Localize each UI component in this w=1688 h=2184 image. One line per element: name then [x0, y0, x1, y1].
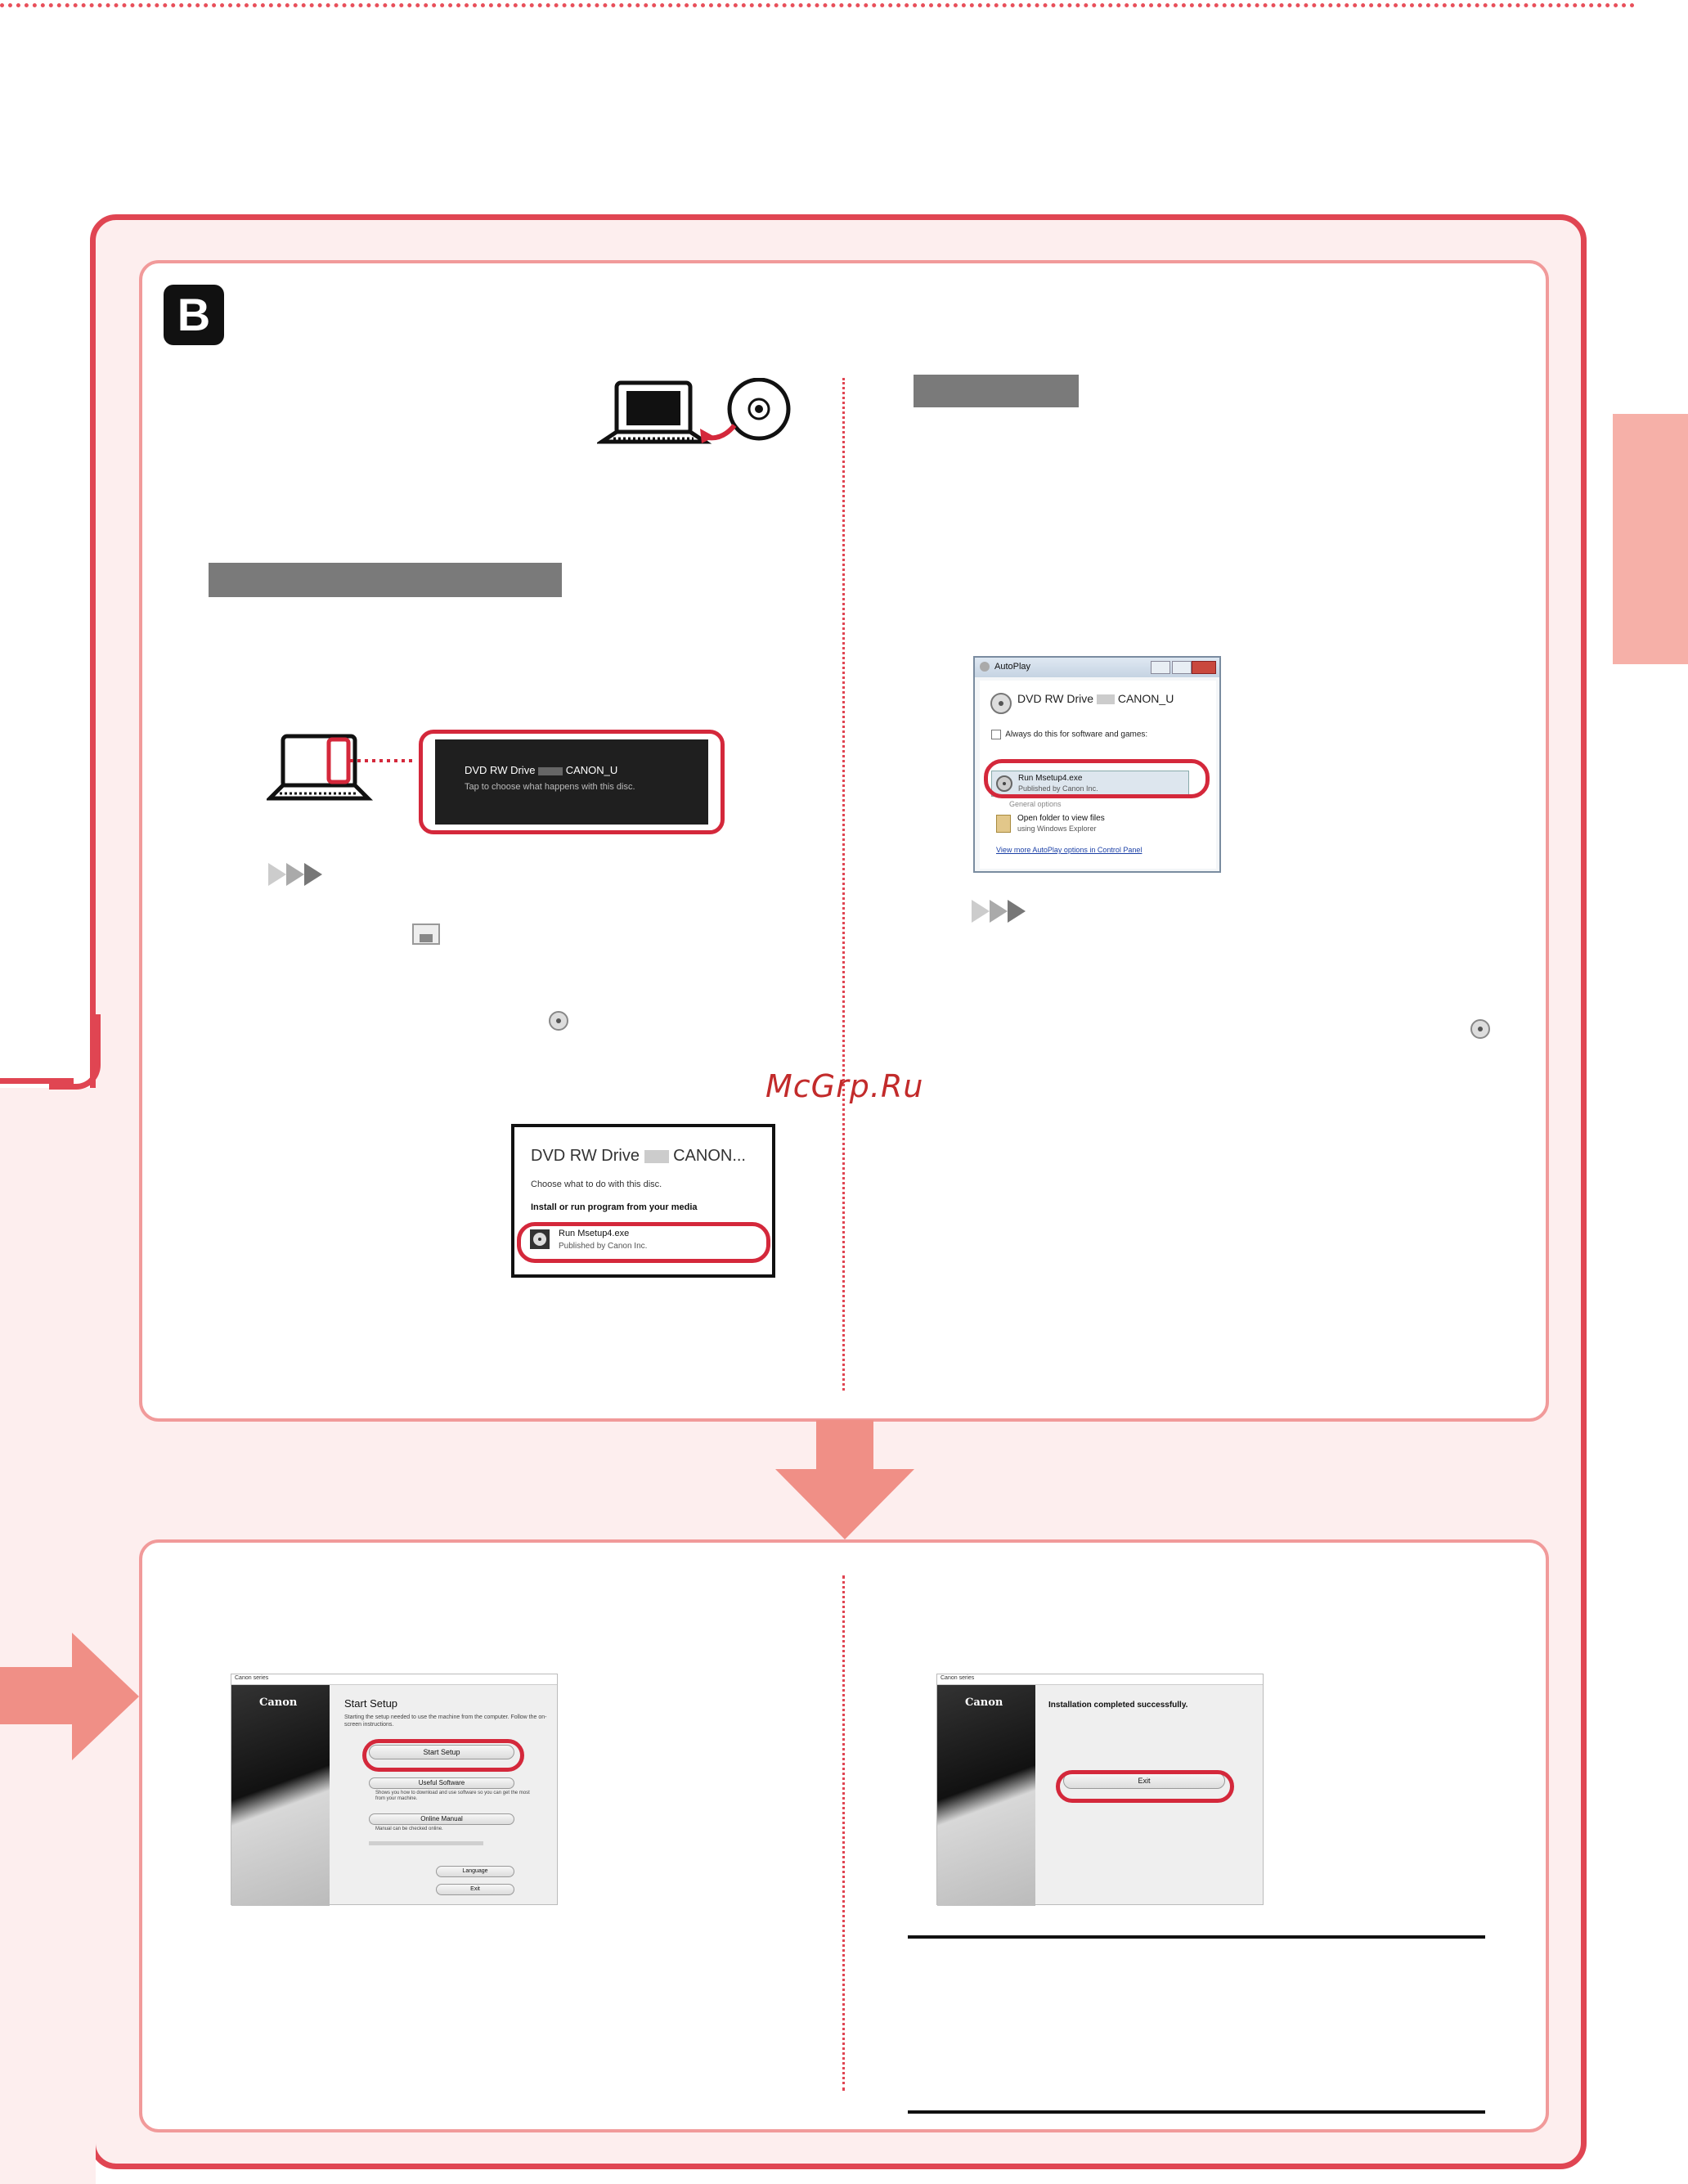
disc-setup-icon	[549, 1011, 568, 1031]
series-label: Canon series	[941, 1675, 975, 1681]
option-title: Run Msetup4.exe	[559, 1229, 630, 1238]
maximize-button[interactable]	[1172, 661, 1192, 674]
drive-icon	[412, 923, 440, 945]
autoplay-option-title: Run Msetup4.exe	[1018, 774, 1083, 783]
toast-subtitle: Tap to choose what happens with this dis…	[465, 782, 635, 792]
online-manual-desc: Manual can be checked online.	[375, 1827, 443, 1831]
series-label: Canon series	[235, 1675, 269, 1681]
autoplay-title: AutoPlay	[994, 662, 1031, 672]
checkbox-label: Always do this for software and games:	[1005, 730, 1148, 739]
autoplay-drive-suffix: CANON_U	[1117, 692, 1174, 705]
setup-desc: Starting the setup needed to use the mac…	[344, 1714, 547, 1728]
run-option-highlight	[517, 1222, 770, 1263]
close-button[interactable]	[1192, 661, 1216, 674]
dialog-title-prefix: DVD RW Drive	[531, 1147, 640, 1165]
photo-collage: Canon	[231, 1685, 330, 1906]
toast-title-suffix: CANON_U	[565, 764, 618, 776]
exit-button[interactable]: Exit	[436, 1884, 514, 1895]
heading-bar-left	[209, 563, 562, 597]
exit-highlight	[1056, 1770, 1234, 1803]
rule-top	[908, 1935, 1485, 1939]
progress-placeholder	[369, 1841, 483, 1845]
install-complete-message: Installation completed successfully.	[1048, 1701, 1188, 1710]
heading-bar-right	[914, 375, 1079, 407]
top-dotted-rule	[0, 3, 1636, 7]
useful-software-desc: Shows you how to download and use softwa…	[375, 1791, 530, 1801]
rule-bottom	[908, 2110, 1485, 2114]
folder-option-title: Open folder to view files	[1017, 814, 1105, 823]
autoplay-window: AutoPlay DVD RW Drive CANON_U Always do …	[973, 656, 1221, 873]
note-arrows-icon	[972, 900, 1026, 923]
window-titlebar: Canon series	[937, 1674, 1263, 1685]
column-divider-bottom	[842, 1575, 845, 2091]
watermark: McGrp.Ru	[765, 1068, 924, 1104]
dialog-prompt: Choose what to do with this disc.	[531, 1180, 662, 1189]
start-setup-screen: Canon series Canon Start Setup Starting …	[231, 1674, 558, 1906]
outer-frame-gap	[0, 1088, 96, 2184]
autoplay-run-option[interactable]: Run Msetup4.exe Published by Canon Inc.	[991, 771, 1189, 797]
minimize-button[interactable]	[1151, 661, 1170, 674]
disc-toast-notification[interactable]: DVD RW Drive CANON_U Tap to choose what …	[435, 739, 708, 825]
autoplay-drive-prefix: DVD RW Drive	[1017, 692, 1094, 705]
brand-logo: Canon	[259, 1696, 298, 1709]
dialog-section: Install or run program from your media	[531, 1202, 698, 1212]
photo-collage: Canon	[937, 1685, 1035, 1906]
folder-option-sub: using Windows Explorer	[1017, 825, 1097, 833]
more-options-link[interactable]: View more AutoPlay options in Control Pa…	[996, 846, 1143, 854]
setup-heading: Start Setup	[344, 1697, 398, 1710]
laptop-notification-icon	[267, 734, 415, 801]
general-options-label: General options	[1009, 800, 1062, 808]
brand-logo: Canon	[965, 1696, 1003, 1709]
dialog-title-suffix: CANON...	[673, 1147, 746, 1165]
start-setup-highlight	[362, 1739, 524, 1772]
drive-disc-icon	[990, 693, 1012, 714]
option-subtitle: Published by Canon Inc.	[559, 1242, 648, 1251]
right-arrow	[0, 1633, 139, 1760]
folder-icon	[996, 815, 1011, 833]
open-folder-option[interactable]: Open folder to view files using Windows …	[991, 811, 1187, 836]
toast-title-prefix: DVD RW Drive	[465, 764, 536, 776]
online-manual-button[interactable]: Online Manual	[369, 1813, 514, 1825]
disc-action-dialog: DVD RW Drive CANON... Choose what to do …	[511, 1124, 775, 1278]
disc-setup-icon	[1470, 1019, 1490, 1039]
install-complete-screen: Canon series Canon Installation complete…	[936, 1674, 1264, 1906]
language-button[interactable]: Language	[436, 1866, 514, 1877]
autoplay-titlebar: AutoPlay	[975, 658, 1219, 677]
window-titlebar: Canon series	[231, 1674, 557, 1685]
outer-frame-connector	[0, 1078, 74, 1084]
note-arrows-icon	[268, 863, 322, 886]
autoplay-run-highlight	[984, 759, 1210, 798]
autoplay-icon	[980, 662, 990, 672]
outer-frame-corner	[49, 1014, 101, 1090]
always-do-checkbox[interactable]: Always do this for software and games:	[991, 730, 1147, 739]
down-arrow	[775, 1420, 914, 1539]
autoplay-option-sub: Published by Canon Inc.	[1018, 784, 1098, 793]
section-badge: B	[164, 285, 224, 345]
useful-software-button[interactable]: Useful Software	[369, 1777, 514, 1789]
column-divider-top	[842, 378, 845, 1391]
laptop-disc-icon	[597, 378, 791, 444]
autoplay-body: DVD RW Drive CANON_U Always do this for …	[980, 681, 1216, 869]
side-tab	[1613, 414, 1688, 664]
toast-highlight	[419, 730, 725, 834]
